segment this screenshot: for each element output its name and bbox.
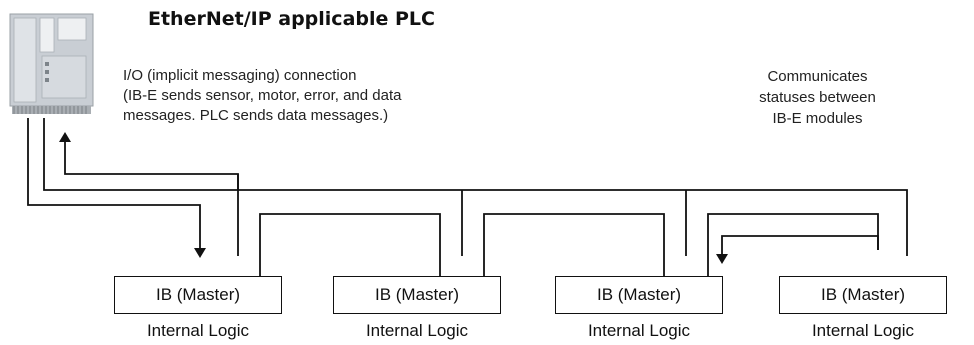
ethernet-bus-line [43,118,908,256]
status-note-line-3: IB-E modules [772,110,863,127]
arrow-down-module-1-icon [194,248,206,258]
status-feedback-line [721,235,879,255]
arrow-down-module-3-icon [716,254,728,264]
module-logic-label-1: Internal Logic [146,321,250,340]
loop-3-4 [707,213,879,276]
module-logic-label-2: Internal Logic [365,321,469,340]
status-note-line-1: Communicates [767,68,868,85]
io-note-line-2: (IB-E sends sensor, motor, error, and da… [123,87,402,104]
diagram-title: EtherNet/IP applicable PLC [148,8,435,30]
loop-2-3 [483,213,665,276]
plc-to-module-1-line [27,118,201,250]
module-logic-label-3: Internal Logic [587,321,691,340]
loop-1-2 [259,213,441,276]
module-1-to-plc-line [64,140,239,256]
plc-device-icon [9,13,94,114]
io-note-line-1: I/O (implicit messaging) connection [123,67,357,84]
module-box-2: IB (Master) [333,276,501,314]
module-box-4: IB (Master) [779,276,947,314]
status-note-line-2: statuses between [759,89,876,106]
io-note-line-3: messages. PLC sends data messages.) [123,107,389,124]
module-box-3: IB (Master) [555,276,723,314]
io-connection-note: I/O (implicit messaging) connection (IB-… [123,66,401,126]
module-logic-label-4: Internal Logic [811,321,915,340]
status-note: Communicates statuses between IB-E modul… [700,66,935,129]
module-box-1: IB (Master) [114,276,282,314]
arrow-up-plc-icon [59,132,71,142]
